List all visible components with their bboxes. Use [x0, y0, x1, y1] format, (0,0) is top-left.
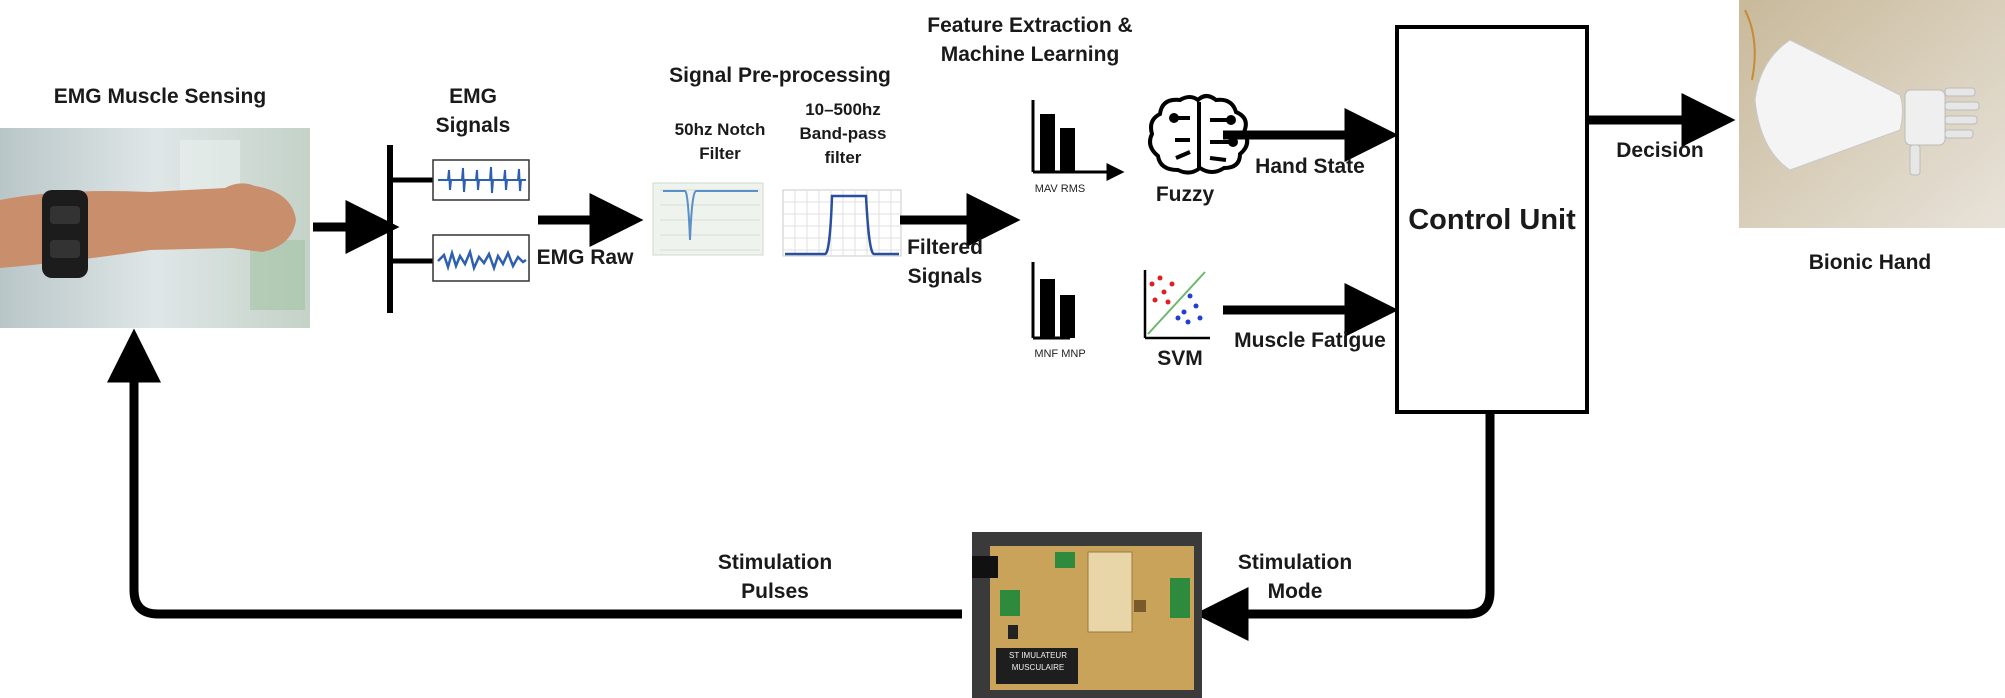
- brain-icon: [1148, 94, 1250, 175]
- label-bandpass-filter: 10–500hz Band-pass filter: [783, 98, 903, 169]
- label-bandpass-line1: 10–500hz: [805, 100, 881, 119]
- label-stim-mode-line1: Stimulation: [1237, 551, 1353, 574]
- label-stimulation-pulses: Stimulation Pulses: [710, 548, 840, 607]
- stimulator-board-photo: [972, 532, 1202, 698]
- label-emg-signals-line2: Signals: [435, 114, 511, 138]
- arrow-stimulation-mode: [1194, 412, 1495, 641]
- bandpass-filter-plot: [782, 189, 902, 257]
- label-notch-filter: 50hz Notch Filter: [665, 118, 775, 166]
- arm-photo: [0, 128, 310, 328]
- feature-bars-top: [1031, 100, 1125, 181]
- label-hand-state: Hand State: [1255, 155, 1365, 178]
- label-stim-pulses-line1: Stimulation: [717, 551, 833, 574]
- label-filtered-signals: Filtered Signals: [890, 233, 1000, 292]
- label-mnf-mnp: MNF MNP: [1034, 348, 1086, 360]
- label-stim-pulses-line2: Pulses: [741, 580, 809, 604]
- label-feature-line1: Feature Extraction &: [927, 14, 1133, 37]
- label-filtered-line2: Signals: [907, 265, 983, 289]
- board-label-line1: ST IMULATEUR: [1009, 651, 1067, 660]
- feature-bars-bottom: [1031, 262, 1075, 340]
- arrow-stimulation-pulses: [107, 328, 962, 619]
- label-filtered-line1: Filtered: [907, 236, 983, 259]
- label-signal-preprocessing: Signal Pre-processing: [669, 64, 891, 87]
- label-feature-line2: Machine Learning: [940, 43, 1120, 67]
- notch-filter-plot: [652, 182, 764, 256]
- label-notch-line1: 50hz Notch: [674, 120, 766, 139]
- label-emg-signals-line1: EMG: [449, 85, 497, 108]
- board-label: ST IMULATEUR MUSCULAIRE: [998, 650, 1078, 674]
- emg-signal-plot-1: [432, 159, 530, 201]
- label-emg-raw: EMG Raw: [536, 246, 634, 269]
- label-feature-extraction: Feature Extraction & Machine Learning: [900, 11, 1160, 70]
- label-fuzzy: Fuzzy: [1155, 183, 1215, 206]
- bionic-hand-photo: [1739, 0, 2005, 228]
- label-mav-rms: MAV RMS: [1034, 183, 1086, 195]
- label-muscle-fatigue: Muscle Fatigue: [1234, 329, 1386, 352]
- label-emg-muscle-sensing: EMG Muscle Sensing: [53, 85, 267, 108]
- label-bionic-hand: Bionic Hand: [1808, 251, 1932, 274]
- label-notch-line2: Filter: [699, 143, 741, 163]
- label-decision: Decision: [1616, 139, 1704, 162]
- label-stim-mode-line2: Mode: [1267, 580, 1323, 604]
- emg-signal-plot-2: [432, 234, 530, 282]
- label-control-unit: Control Unit: [1408, 204, 1576, 236]
- board-label-line2: MUSCULAIRE: [1011, 663, 1065, 672]
- label-stimulation-mode: Stimulation Mode: [1230, 548, 1360, 607]
- label-bandpass-line2: Band-pass: [799, 123, 887, 143]
- svm-scatter-icon: [1143, 270, 1210, 340]
- label-bandpass-line3: filter: [824, 147, 862, 167]
- label-svm: SVM: [1157, 347, 1203, 370]
- label-emg-signals: EMG Signals: [413, 82, 533, 141]
